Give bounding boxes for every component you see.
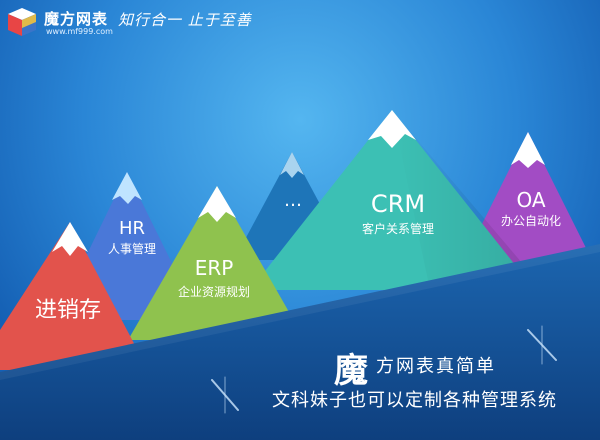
band-highlight [0, 244, 600, 380]
promo-big-char: 魔 [334, 351, 368, 391]
logo-cube-icon [8, 8, 36, 36]
more-title: … [284, 190, 302, 211]
oa-subtitle: 办公自动化 [500, 214, 562, 228]
crm-title: CRM [370, 190, 426, 218]
sparkle-decoration [211, 325, 557, 414]
brand-slogan: 知行合一 止于至善 [118, 11, 252, 29]
promo-band [0, 244, 600, 440]
mountain-inventory [0, 222, 148, 370]
erp-subtitle: 企业资源规划 [177, 285, 251, 299]
erp-title: ERP [194, 256, 234, 280]
promo-line-1: 方网表真简单 [376, 356, 496, 377]
hr-subtitle: 人事管理 [107, 242, 157, 256]
hr-title: HR [118, 218, 146, 239]
mountain-crm [250, 110, 545, 290]
brand-name: 魔方网表 [44, 10, 109, 28]
crm-subtitle: 客户关系管理 [361, 222, 435, 236]
mountain-erp [128, 186, 305, 340]
oa-title: OA [516, 188, 546, 212]
inventory-title: 进销存 [34, 298, 102, 323]
promo-line-2: 文科妹子也可以定制各种管理系统 [272, 390, 557, 411]
brand-url: www.mf999.com [46, 27, 113, 36]
